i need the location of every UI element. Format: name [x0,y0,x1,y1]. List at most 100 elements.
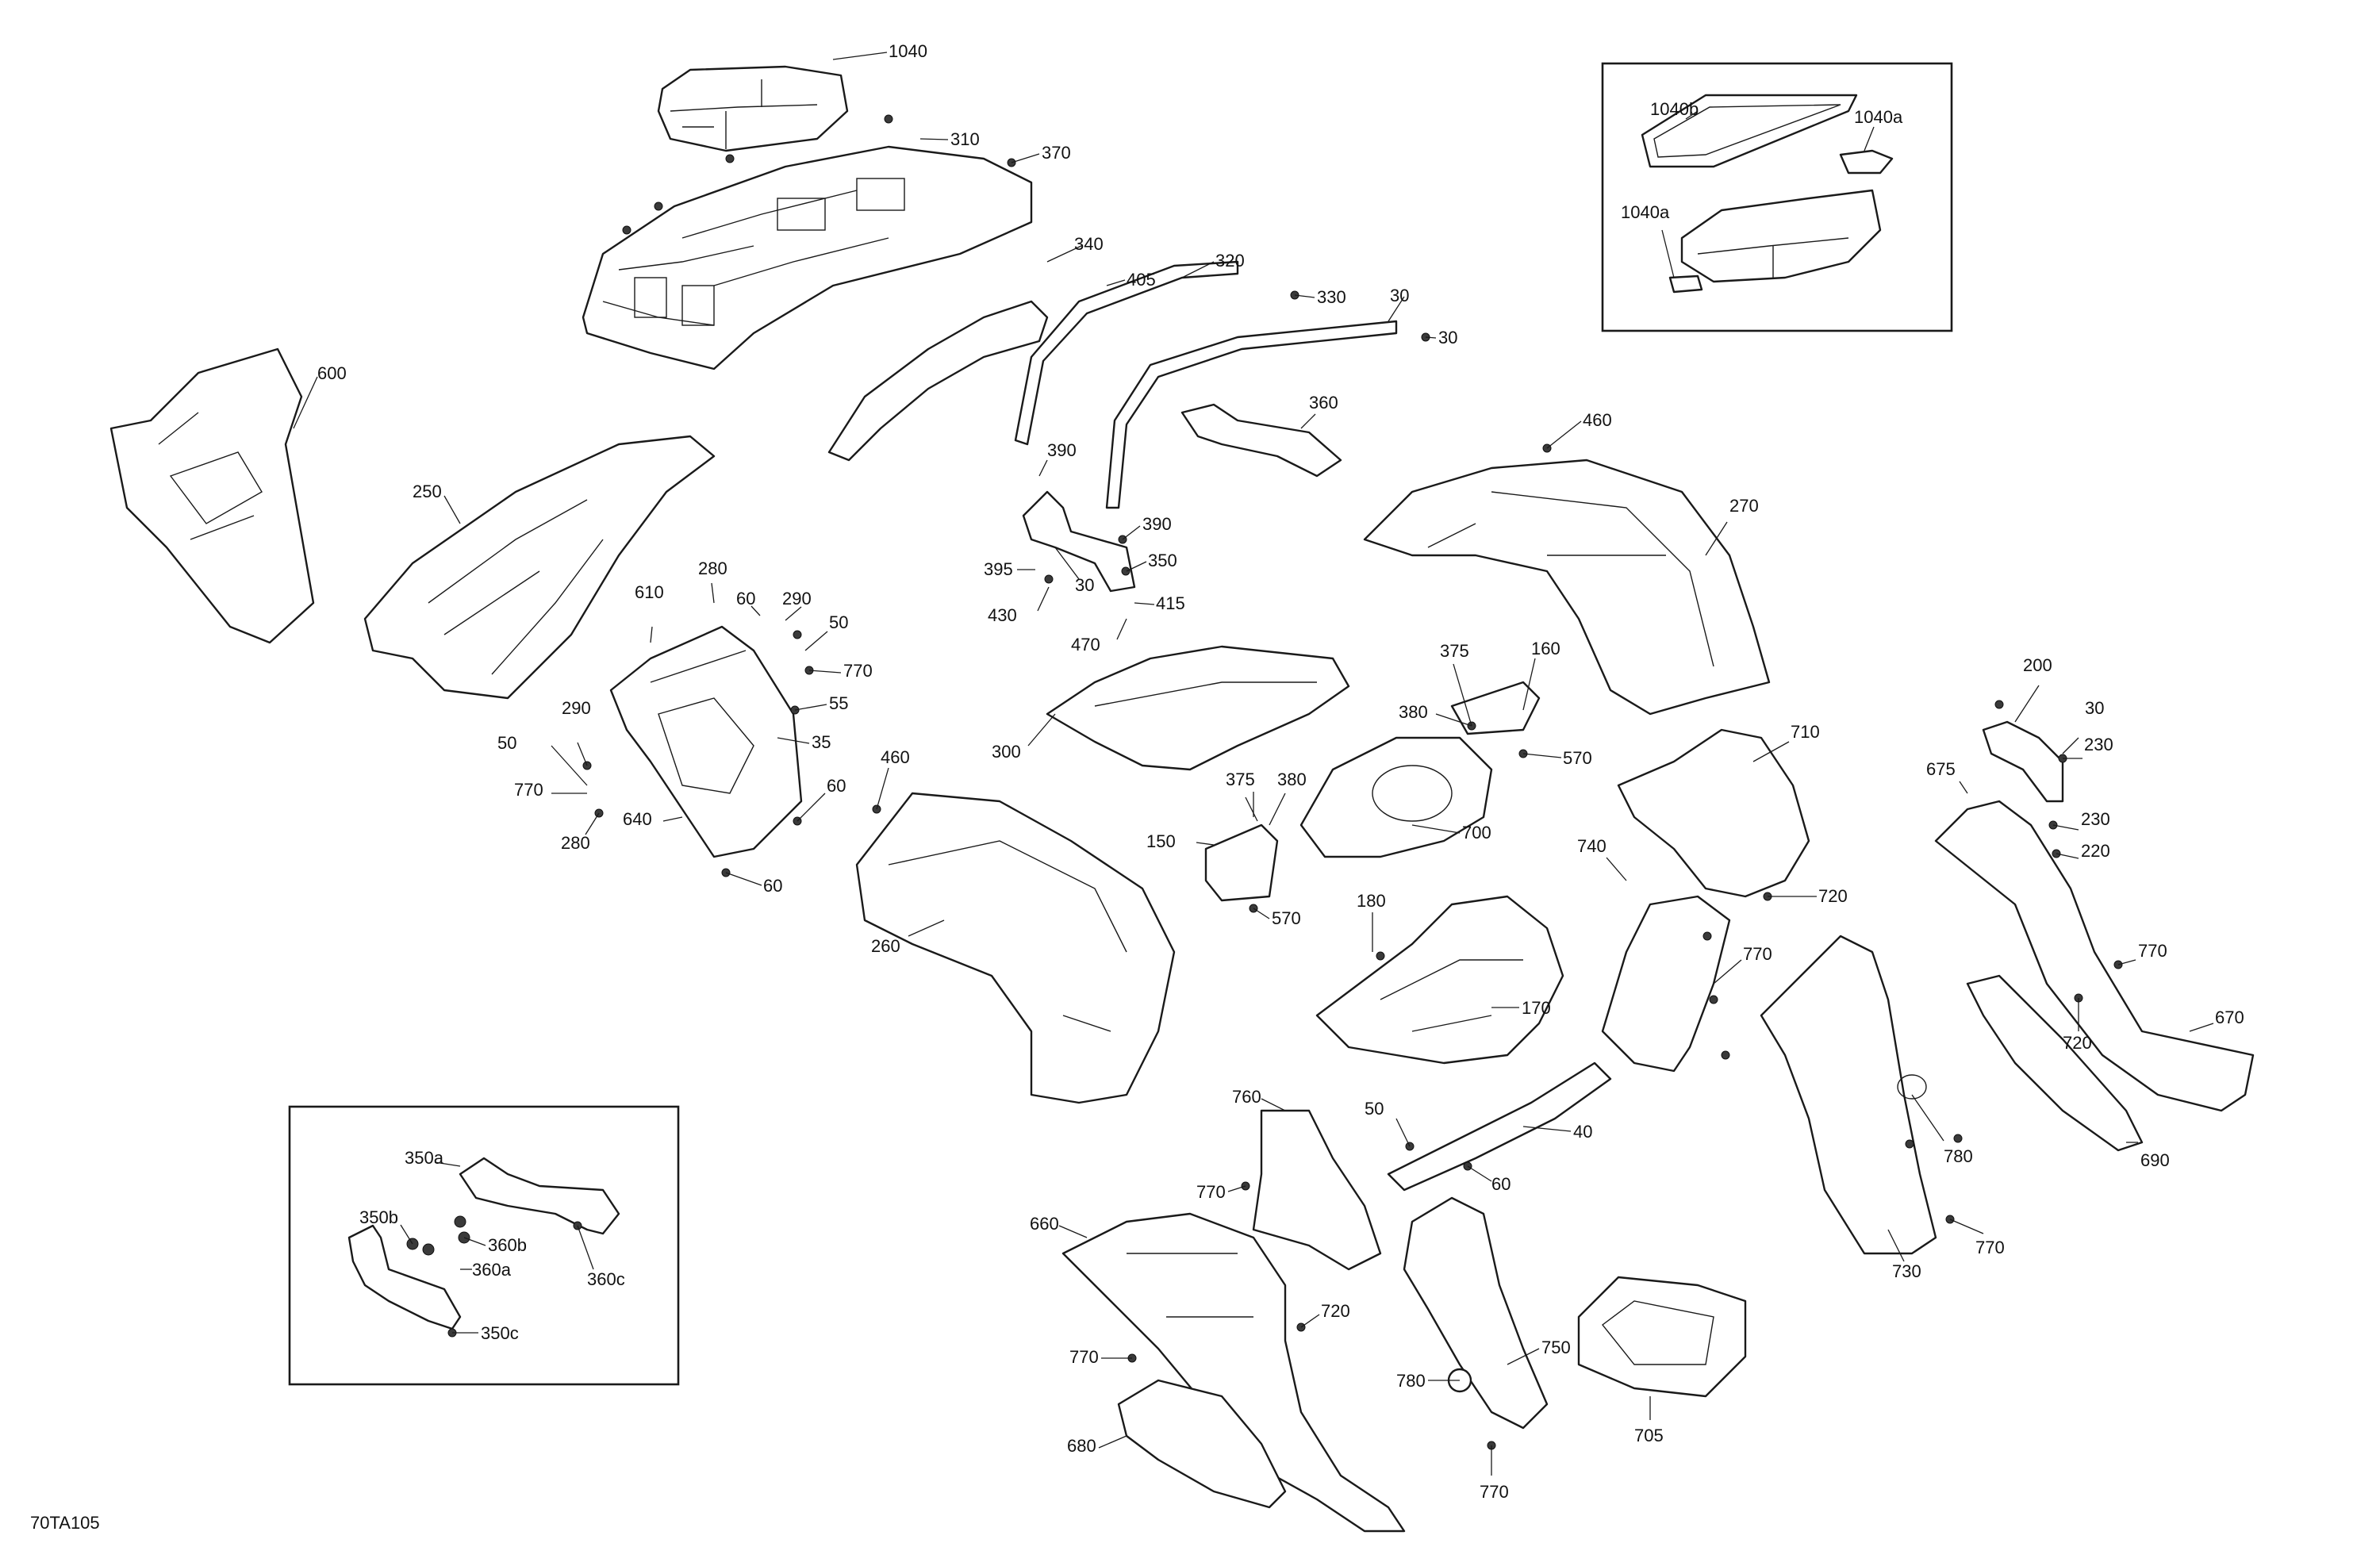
part-storage-box-1040 [657,65,849,152]
callout: 1040 [889,41,927,61]
callout: 750 [1541,1338,1571,1357]
part-handle-360 [1180,403,1342,478]
callout: 280 [561,833,590,853]
part-frame-170 [1315,895,1564,1065]
callout: 770 [514,780,543,800]
callout: 720 [2063,1033,2092,1053]
callout: 30 [1438,328,1457,347]
part-side-panel-300 [1046,645,1350,771]
callout: 415 [1156,593,1185,613]
callout: 660 [1030,1214,1059,1234]
callout: 460 [881,747,910,767]
callout: 35 [812,732,831,752]
part-rear-rack-310 [582,145,1033,370]
part-bracket-760 [1252,1109,1382,1271]
callout: 290 [562,698,591,718]
part-console-700 [1299,736,1493,858]
inset-label: 1040b [1650,99,1699,119]
callout: 60 [736,589,755,608]
callout: 220 [2081,841,2110,861]
callout: 770 [1196,1182,1226,1202]
callout: 150 [1146,831,1176,851]
inset-label: 1040a [1854,107,1903,127]
callout: 200 [2023,655,2052,675]
callout: 780 [1944,1146,1973,1166]
callout: 230 [2084,735,2113,754]
callout: 720 [1818,886,1848,906]
part-panel-690 [1966,974,2144,1152]
part-panel-710 [1617,728,1810,898]
inset-label: 1040a [1621,202,1670,222]
callout: 570 [1272,908,1301,928]
part-crossbar-40 [1387,1061,1612,1192]
part-rear-fender-270 [1363,459,1771,716]
callout: 610 [635,582,664,602]
part-front-bumper-250 [363,435,716,700]
callout: 60 [763,876,782,896]
part-handle-350 [1022,490,1136,593]
part-front-fascia-600 [109,347,315,644]
callout: 770 [1069,1347,1099,1367]
callout: 375 [1440,641,1469,661]
part-bracket-340 [827,300,1049,462]
callout: 395 [984,559,1013,579]
callout: 60 [1491,1174,1511,1194]
callout: 780 [1396,1371,1426,1391]
callout: 290 [782,589,812,608]
callout: 160 [1531,639,1560,658]
callout: 230 [2081,809,2110,829]
diagram-code: 70TA105 [30,1513,100,1533]
callout: 50 [497,733,516,753]
inset-label: 350b [359,1207,398,1227]
callout: 270 [1729,496,1759,516]
part-storage-705 [1577,1276,1747,1398]
callout: 710 [1791,722,1820,742]
callout: 680 [1067,1436,1096,1456]
callout: 300 [992,742,1021,762]
callout: 350 [1148,551,1177,570]
callout: 50 [829,612,848,632]
callout: 390 [1047,440,1077,460]
part-cover-160 [1450,681,1541,735]
leader-lines [293,52,2214,1476]
callout: 770 [2138,941,2167,961]
inset-handle-detail: 350a 350b 360b 360a 360c 350c [288,1105,680,1386]
callout: 770 [1480,1482,1509,1502]
callout: 600 [317,363,347,383]
callout: 30 [2085,698,2104,718]
callout: 280 [698,558,727,578]
inset-label: 360c [587,1269,625,1289]
inset-storage-box-detail: 1040b 1040a 1040a [1601,62,1953,332]
inset-label: 360a [472,1260,512,1280]
part-cover-150 [1204,823,1279,902]
callout: 430 [988,605,1017,625]
callout: 740 [1577,836,1606,856]
part-bracket-750 [1403,1196,1549,1430]
part-panel-680 [1117,1379,1287,1509]
callout: 55 [829,693,848,713]
callout: 180 [1357,891,1386,911]
callout: 470 [1071,635,1100,654]
callout: 640 [623,809,652,829]
part-fender-660 [1061,1212,1406,1533]
inset-label: 350a [405,1148,444,1168]
callout: 375 [1226,770,1255,789]
callout-labels: 1040 310 370 340 405 320 330 30 30 360 4… [317,41,2244,1502]
part-bracket-280 [609,625,803,858]
callout: 720 [1321,1301,1350,1321]
callout: 170 [1522,998,1551,1018]
callout: 770 [1743,944,1772,964]
callout: 675 [1926,759,1956,779]
callout: 60 [827,776,846,796]
part-bracket-200 [1982,720,2064,803]
callout: 670 [2215,1008,2244,1027]
part-tube-320 [1014,260,1239,446]
callout: 370 [1042,143,1071,163]
callout: 380 [1399,702,1428,722]
callout: 570 [1563,748,1592,768]
callout: 340 [1074,234,1104,254]
callout: 250 [413,482,442,501]
callout: 730 [1892,1261,1921,1281]
callout: 705 [1634,1426,1664,1445]
